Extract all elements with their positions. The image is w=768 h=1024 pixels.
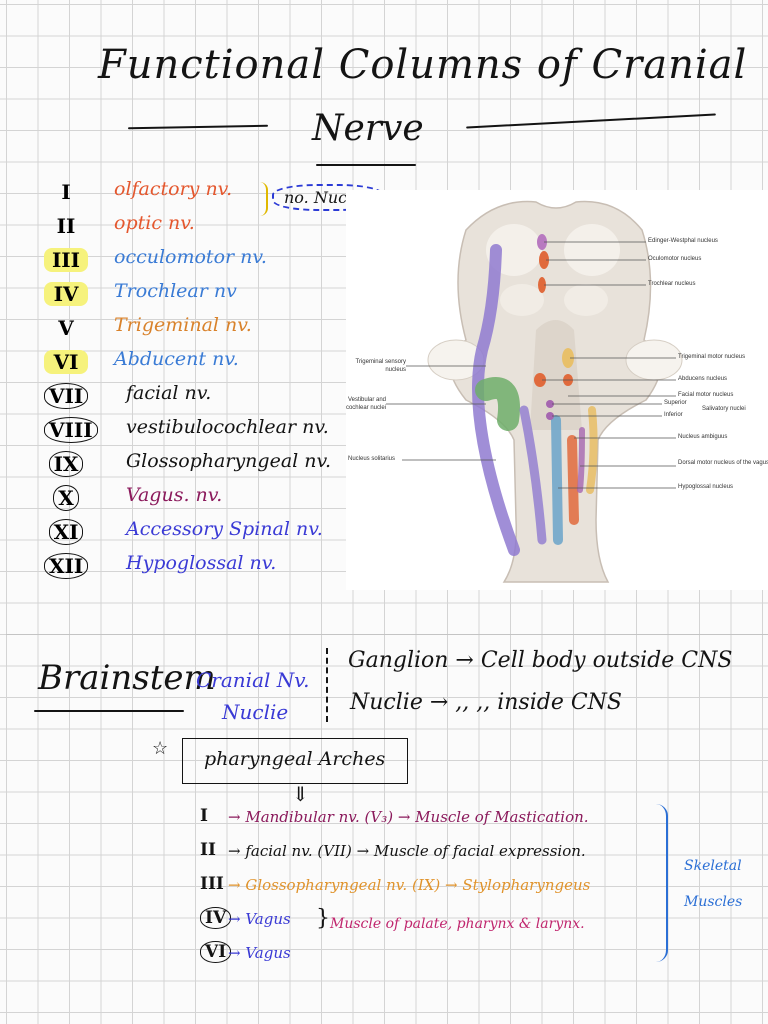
subtitle-underline xyxy=(316,164,416,166)
bracket-mark xyxy=(258,182,268,216)
nerve-name: occulomotor nv. xyxy=(114,246,267,268)
skeletal-bracket xyxy=(656,804,668,962)
nerve-number: IX xyxy=(44,451,88,477)
arch-description: → Vagus xyxy=(228,910,291,928)
cranial-nv-label: Cranial Nv. xyxy=(196,668,310,692)
nerve-number: XI xyxy=(44,519,88,545)
pharyngeal-arches-label: pharyngeal Arches xyxy=(204,748,386,770)
nerve-name: vestibulocochlear nv. xyxy=(126,416,329,438)
nerve-number-text: IV xyxy=(53,282,79,306)
arch-number: I xyxy=(200,806,208,826)
arch-number: II xyxy=(200,840,216,860)
brainstem-underline xyxy=(34,710,184,712)
skeletal-muscles-label: Skeletal Muscles xyxy=(684,858,743,910)
nerve-number: IV xyxy=(44,282,88,306)
page-subtitle: Nerve xyxy=(312,108,424,149)
arch-description: → Vagus xyxy=(228,944,291,962)
nerve-number: III xyxy=(44,248,88,272)
title-underline-right xyxy=(466,113,716,129)
arch-number-text: I xyxy=(200,806,208,826)
nerve-name: facial nv. xyxy=(126,382,212,404)
nerve-number-text: VII xyxy=(44,383,89,409)
diagram-label: Salivatory nuclei xyxy=(702,406,746,412)
nerve-number: X xyxy=(44,485,88,511)
arch-number-text: IV xyxy=(200,907,232,929)
diagram-label: Abducens nucleus xyxy=(678,376,728,382)
arch-description: → Glossopharyngeal nv. (IX) → Stylophary… xyxy=(228,876,591,894)
diagram-label: Edinger-Westphal nucleus xyxy=(648,238,718,244)
label-trigeminal-sensory: Trigeminal sensory nucleus xyxy=(355,359,406,373)
nerve-number-text: X xyxy=(53,485,79,511)
down-arrow-icon: ⇓ xyxy=(292,782,309,806)
nerve-name: optic nv. xyxy=(114,212,195,234)
arch-number-text: VI xyxy=(200,941,232,963)
nerve-name: Accessory Spinal nv. xyxy=(126,518,323,540)
label-vestibular-cochlear: Vestibular and cochlear nuclei xyxy=(345,397,386,411)
nerve-number-text: III xyxy=(51,248,81,272)
nerve-number-text: II xyxy=(56,214,76,238)
title-underline-left xyxy=(127,124,269,130)
nerve-number: I xyxy=(44,180,88,204)
nerve-number: VIII xyxy=(44,417,98,443)
label-nucleus-solitarius: Nucleus solitarius xyxy=(348,456,396,462)
diagram-label: Hypoglossal nucleus xyxy=(678,484,734,490)
arch-number-text: III xyxy=(200,874,224,894)
vagus-muscles: Muscle of palate, pharynx & larynx. xyxy=(330,916,585,932)
nerve-name: Abducent nv. xyxy=(114,348,239,370)
nerve-name: olfactory nv. xyxy=(114,178,233,200)
nerve-number-text: IX xyxy=(48,451,84,477)
arch-number: VI xyxy=(200,941,232,963)
ganglion-definition: Ganglion → Cell body outside CNS xyxy=(348,648,733,673)
nerve-number: XII xyxy=(44,553,89,579)
diagram-label: Trigeminal motor nucleus xyxy=(678,354,746,360)
pharyngeal-box xyxy=(182,738,408,784)
nerve-name: Glossopharyngeal nv. xyxy=(126,450,332,472)
diagram-label: Trochlear nucleus xyxy=(648,281,696,287)
diagram-label: Facial motor nucleus xyxy=(678,392,734,398)
arch-number: III xyxy=(200,874,224,894)
arch-description: → Mandibular nv. (V₃) → Muscle of Mastic… xyxy=(228,808,589,826)
arch-description: → facial nv. (VII) → Muscle of facial ex… xyxy=(228,842,586,860)
nerve-number-text: VIII xyxy=(44,417,98,443)
nerve-name: Vagus. nv. xyxy=(126,484,223,506)
diagram-label: Dorsal motor nucleus of the vagus xyxy=(678,460,768,466)
brainstem-heading: Brainstem xyxy=(38,658,216,698)
nerve-name: Trigeminal nv. xyxy=(114,314,252,336)
brainstem-divider xyxy=(326,648,328,722)
section-divider xyxy=(6,634,768,635)
curly-brace-icon: } xyxy=(316,906,330,931)
page-title: Functional Columns of Cranial xyxy=(98,42,748,88)
nerve-number: II xyxy=(44,214,88,238)
nuclie-definition: Nuclie → ,, ,, inside CNS xyxy=(350,690,622,715)
nerve-number: V xyxy=(44,316,88,340)
nerve-number: VI xyxy=(44,350,88,374)
diagram-label: Superior xyxy=(664,400,687,406)
diagram-label: Nucleus ambiguus xyxy=(678,434,728,440)
nerve-name: Trochlear nv xyxy=(114,280,237,302)
diagram-label: Inferior xyxy=(664,412,683,418)
nerve-name: Hypoglossal nv. xyxy=(126,552,277,574)
nerve-number-text: V xyxy=(58,316,74,340)
nerve-number-text: XI xyxy=(48,519,84,545)
arch-number-text: II xyxy=(200,840,216,860)
nerve-number-text: I xyxy=(61,180,71,204)
nuclie-label: Nuclie xyxy=(222,700,289,724)
nerve-number: VII xyxy=(44,383,89,409)
diagram-label: Oculomotor nucleus xyxy=(648,256,702,262)
nerve-number-text: VI xyxy=(53,350,79,374)
star-icon: ☆ xyxy=(152,738,169,759)
brainstem-illustration xyxy=(346,190,768,590)
nerve-number-text: XII xyxy=(44,553,89,579)
brainstem-diagram: Trigeminal sensory nucleus Vestibular an… xyxy=(346,190,768,590)
arch-number: IV xyxy=(200,907,232,929)
